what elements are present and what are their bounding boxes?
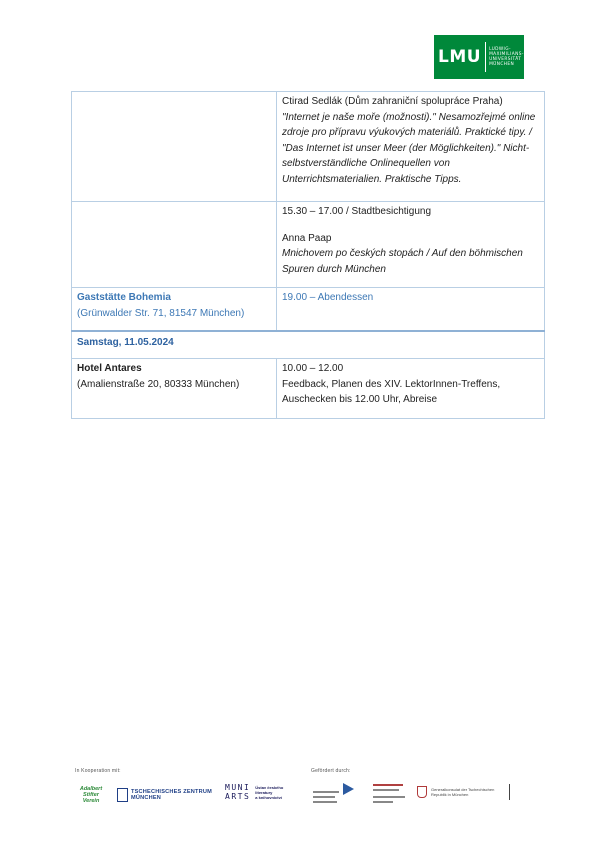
play-triangle-icon xyxy=(343,783,354,795)
table-row: Ctirad Sedlák (Dům zahraniční spolupráce… xyxy=(71,91,545,202)
lmu-logo-mark: LMU xyxy=(438,47,482,67)
program-cell: 19.00 – Abendessen xyxy=(276,287,545,331)
time-slot: 19.00 – Abendessen xyxy=(282,292,374,303)
table-row: 15.30 – 17.00 / Stadtbesichtigung Anna P… xyxy=(71,201,545,288)
czech-centre-logo: TSCHECHISCHES ZENTRUM MÜNCHEN xyxy=(117,788,212,802)
consulate-logo: Generalkonsulat der Tschechischen Republ… xyxy=(417,784,510,800)
location-cell: Hotel Antares (Amalienstraße 20, 80333 M… xyxy=(71,358,277,420)
venue-address: (Grünwalder Str. 71, 81547 München) xyxy=(77,307,245,319)
schedule-table: Ctirad Sedlák (Dům zahraniční spolupráce… xyxy=(71,91,545,420)
cooperation-label: In Kooperation mit: xyxy=(75,768,121,774)
venue-name: Hotel Antares xyxy=(77,363,142,375)
program-cell: Ctirad Sedlák (Dům zahraniční spolupráce… xyxy=(276,91,545,202)
funder-logo-1 xyxy=(311,783,354,803)
speaker-name: Ctirad Sedlák (Dům zahraniční spolupráce… xyxy=(282,96,503,107)
adalbert-stifter-logo: Adalbert Stifter Verein xyxy=(79,786,103,804)
day-header: Samstag, 11.05.2024 xyxy=(71,329,545,360)
program-cell: 15.30 – 17.00 / Stadtbesichtigung Anna P… xyxy=(276,201,545,288)
lmu-logo-divider xyxy=(485,42,487,72)
location-cell xyxy=(71,91,277,202)
day-header-row: Samstag, 11.05.2024 xyxy=(71,329,545,360)
muni-arts-logo: MUNI ARTS Ústav českého literatury a kni… xyxy=(225,783,284,801)
lmu-logo-text: LUDWIG- MAXIMILIANS- UNIVERSITÄT MÜNCHEN xyxy=(489,46,524,68)
time-slot: 15.30 – 17.00 / Stadtbesichtigung xyxy=(282,206,432,217)
czech-centre-icon xyxy=(117,788,128,802)
footer-partners: In Kooperation mit: Gefördert durch: Ada… xyxy=(75,768,535,818)
venue-name: Gaststätte Bohemia xyxy=(77,292,171,303)
consulate-text: Generalkonsulat der Tschechischen Republ… xyxy=(431,787,495,797)
state-emblem-icon xyxy=(417,786,427,798)
time-slot: 10.00 – 12.00 xyxy=(282,363,344,375)
program-text: Feedback, Planen des XIV. LektorInnen-Tr… xyxy=(282,378,501,406)
table-row: Hotel Antares (Amalienstraße 20, 80333 M… xyxy=(71,358,545,420)
program-cell: 10.00 – 12.00 Feedback, Planen des XIV. … xyxy=(276,358,545,420)
lmu-logo: LMU LUDWIG- MAXIMILIANS- UNIVERSITÄT MÜN… xyxy=(434,35,524,79)
location-cell xyxy=(71,201,277,288)
table-row: Gaststätte Bohemia (Grünwalder Str. 71, … xyxy=(71,287,545,331)
location-cell: Gaststätte Bohemia (Grünwalder Str. 71, … xyxy=(71,287,277,331)
talk-title: "Internet je naše moře (možnosti)." Nesa… xyxy=(282,111,536,185)
venue-address: (Amalienstraße 20, 80333 München) xyxy=(77,378,240,390)
funder-logo-2 xyxy=(373,782,409,806)
speaker-name: Anna Paap xyxy=(282,232,332,244)
day-label: Samstag, 11.05.2024 xyxy=(77,336,174,348)
funding-label: Gefördert durch: xyxy=(311,768,351,774)
talk-title: Mnichovem po českých stopách / Auf den b… xyxy=(282,248,523,275)
